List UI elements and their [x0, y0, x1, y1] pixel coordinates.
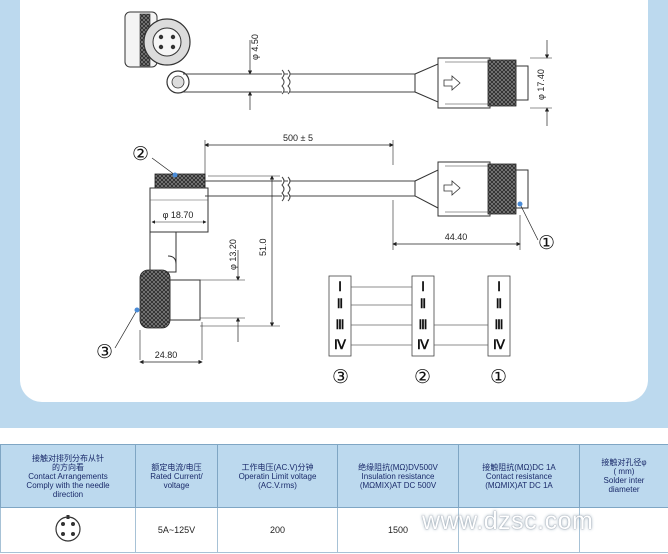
dim-500: 500 ± 5: [283, 133, 313, 143]
dim-13-20: φ 13.20: [228, 239, 238, 270]
callout-3: ③: [96, 341, 113, 363]
connector-drawing: φ 4.50 φ 17.40 500 ± 5 φ 18.70: [96, 11, 555, 388]
watermark: www.dzsc.com: [422, 507, 594, 535]
header-solder-diameter: 接触对孔径φ ( mm) Solder inter diameter: [579, 444, 668, 508]
callout-2: ②: [132, 143, 149, 165]
pin-g1-1: Ⅰ: [497, 279, 501, 294]
pin-g3-2: Ⅱ: [337, 296, 343, 311]
side-view: 500 ± 5 φ 18.70 44.40 φ 13.20: [96, 133, 555, 365]
pin-g2-2: Ⅱ: [420, 296, 426, 311]
dim-44-40: 44.40: [445, 232, 468, 242]
spec-header-row: 接触对排列分布从针 的方向看 Contact Arrangements Comp…: [0, 444, 668, 508]
cell-contact-resistance: [458, 507, 580, 553]
pin-group-2-label: ②: [414, 366, 431, 388]
header-rated-current: 额定电流/电压 Rated Current/ voltage: [135, 444, 218, 508]
pin-g3-1: Ⅰ: [338, 279, 342, 294]
header-operating-voltage: 工作电压(AC.V)分钟 Operatin Limit voltage (AC.…: [217, 444, 338, 508]
header-contact-resistance: 接触阻抗(MΩ)DC 1A Contact resistance (MΩMIX)…: [458, 444, 580, 508]
cell-solder-diameter: [579, 507, 668, 553]
pin-group-3-label: ③: [332, 366, 349, 388]
dim-51-0: 51.0: [258, 238, 268, 256]
pin-g2-4: Ⅳ: [417, 337, 430, 352]
callout-1: ①: [538, 232, 555, 254]
pin-group-1-label: ①: [490, 366, 507, 388]
pin-layout-icon: [55, 515, 81, 542]
cell-contact-arrangement: [0, 507, 136, 553]
header-contact-arrangement: 接触对排列分布从针 的方向看 Contact Arrangements Comp…: [0, 444, 136, 508]
drawing-panel: [0, 0, 668, 428]
cell-insulation: 1500: [337, 507, 459, 553]
top-view: φ 4.50 φ 17.40: [124, 11, 552, 126]
spec-table: 接触对排列分布从针 的方向看 Contact Arrangements Comp…: [0, 444, 668, 553]
header-insulation-resistance: 绝缘阻抗(MΩ)DV500V Insulation resistance (MΩ…: [337, 444, 459, 508]
pin-g1-2: Ⅱ: [496, 296, 502, 311]
dim-24-80: 24.80: [155, 350, 178, 360]
cell-operating: 200: [217, 507, 338, 553]
pin-g3-4: Ⅳ: [334, 337, 347, 352]
cell-rated: 5A~125V: [135, 507, 218, 553]
dim-4-50: φ 4.50: [250, 34, 260, 60]
dim-17-40: φ 17.40: [536, 69, 546, 100]
pin-g2-1: Ⅰ: [421, 279, 425, 294]
pin-mapping: Ⅰ Ⅱ Ⅲ Ⅳ ③ Ⅰ Ⅱ Ⅲ Ⅳ ② Ⅰ Ⅱ Ⅲ Ⅳ ①: [328, 275, 511, 388]
spec-row: 5A~125V 200 1500: [0, 507, 668, 553]
pin-g1-3: Ⅲ: [495, 317, 504, 332]
dim-18-70: φ 18.70: [163, 210, 194, 220]
pin-g1-4: Ⅳ: [493, 337, 506, 352]
pin-g2-3: Ⅲ: [419, 317, 428, 332]
pin-g3-3: Ⅲ: [336, 317, 345, 332]
